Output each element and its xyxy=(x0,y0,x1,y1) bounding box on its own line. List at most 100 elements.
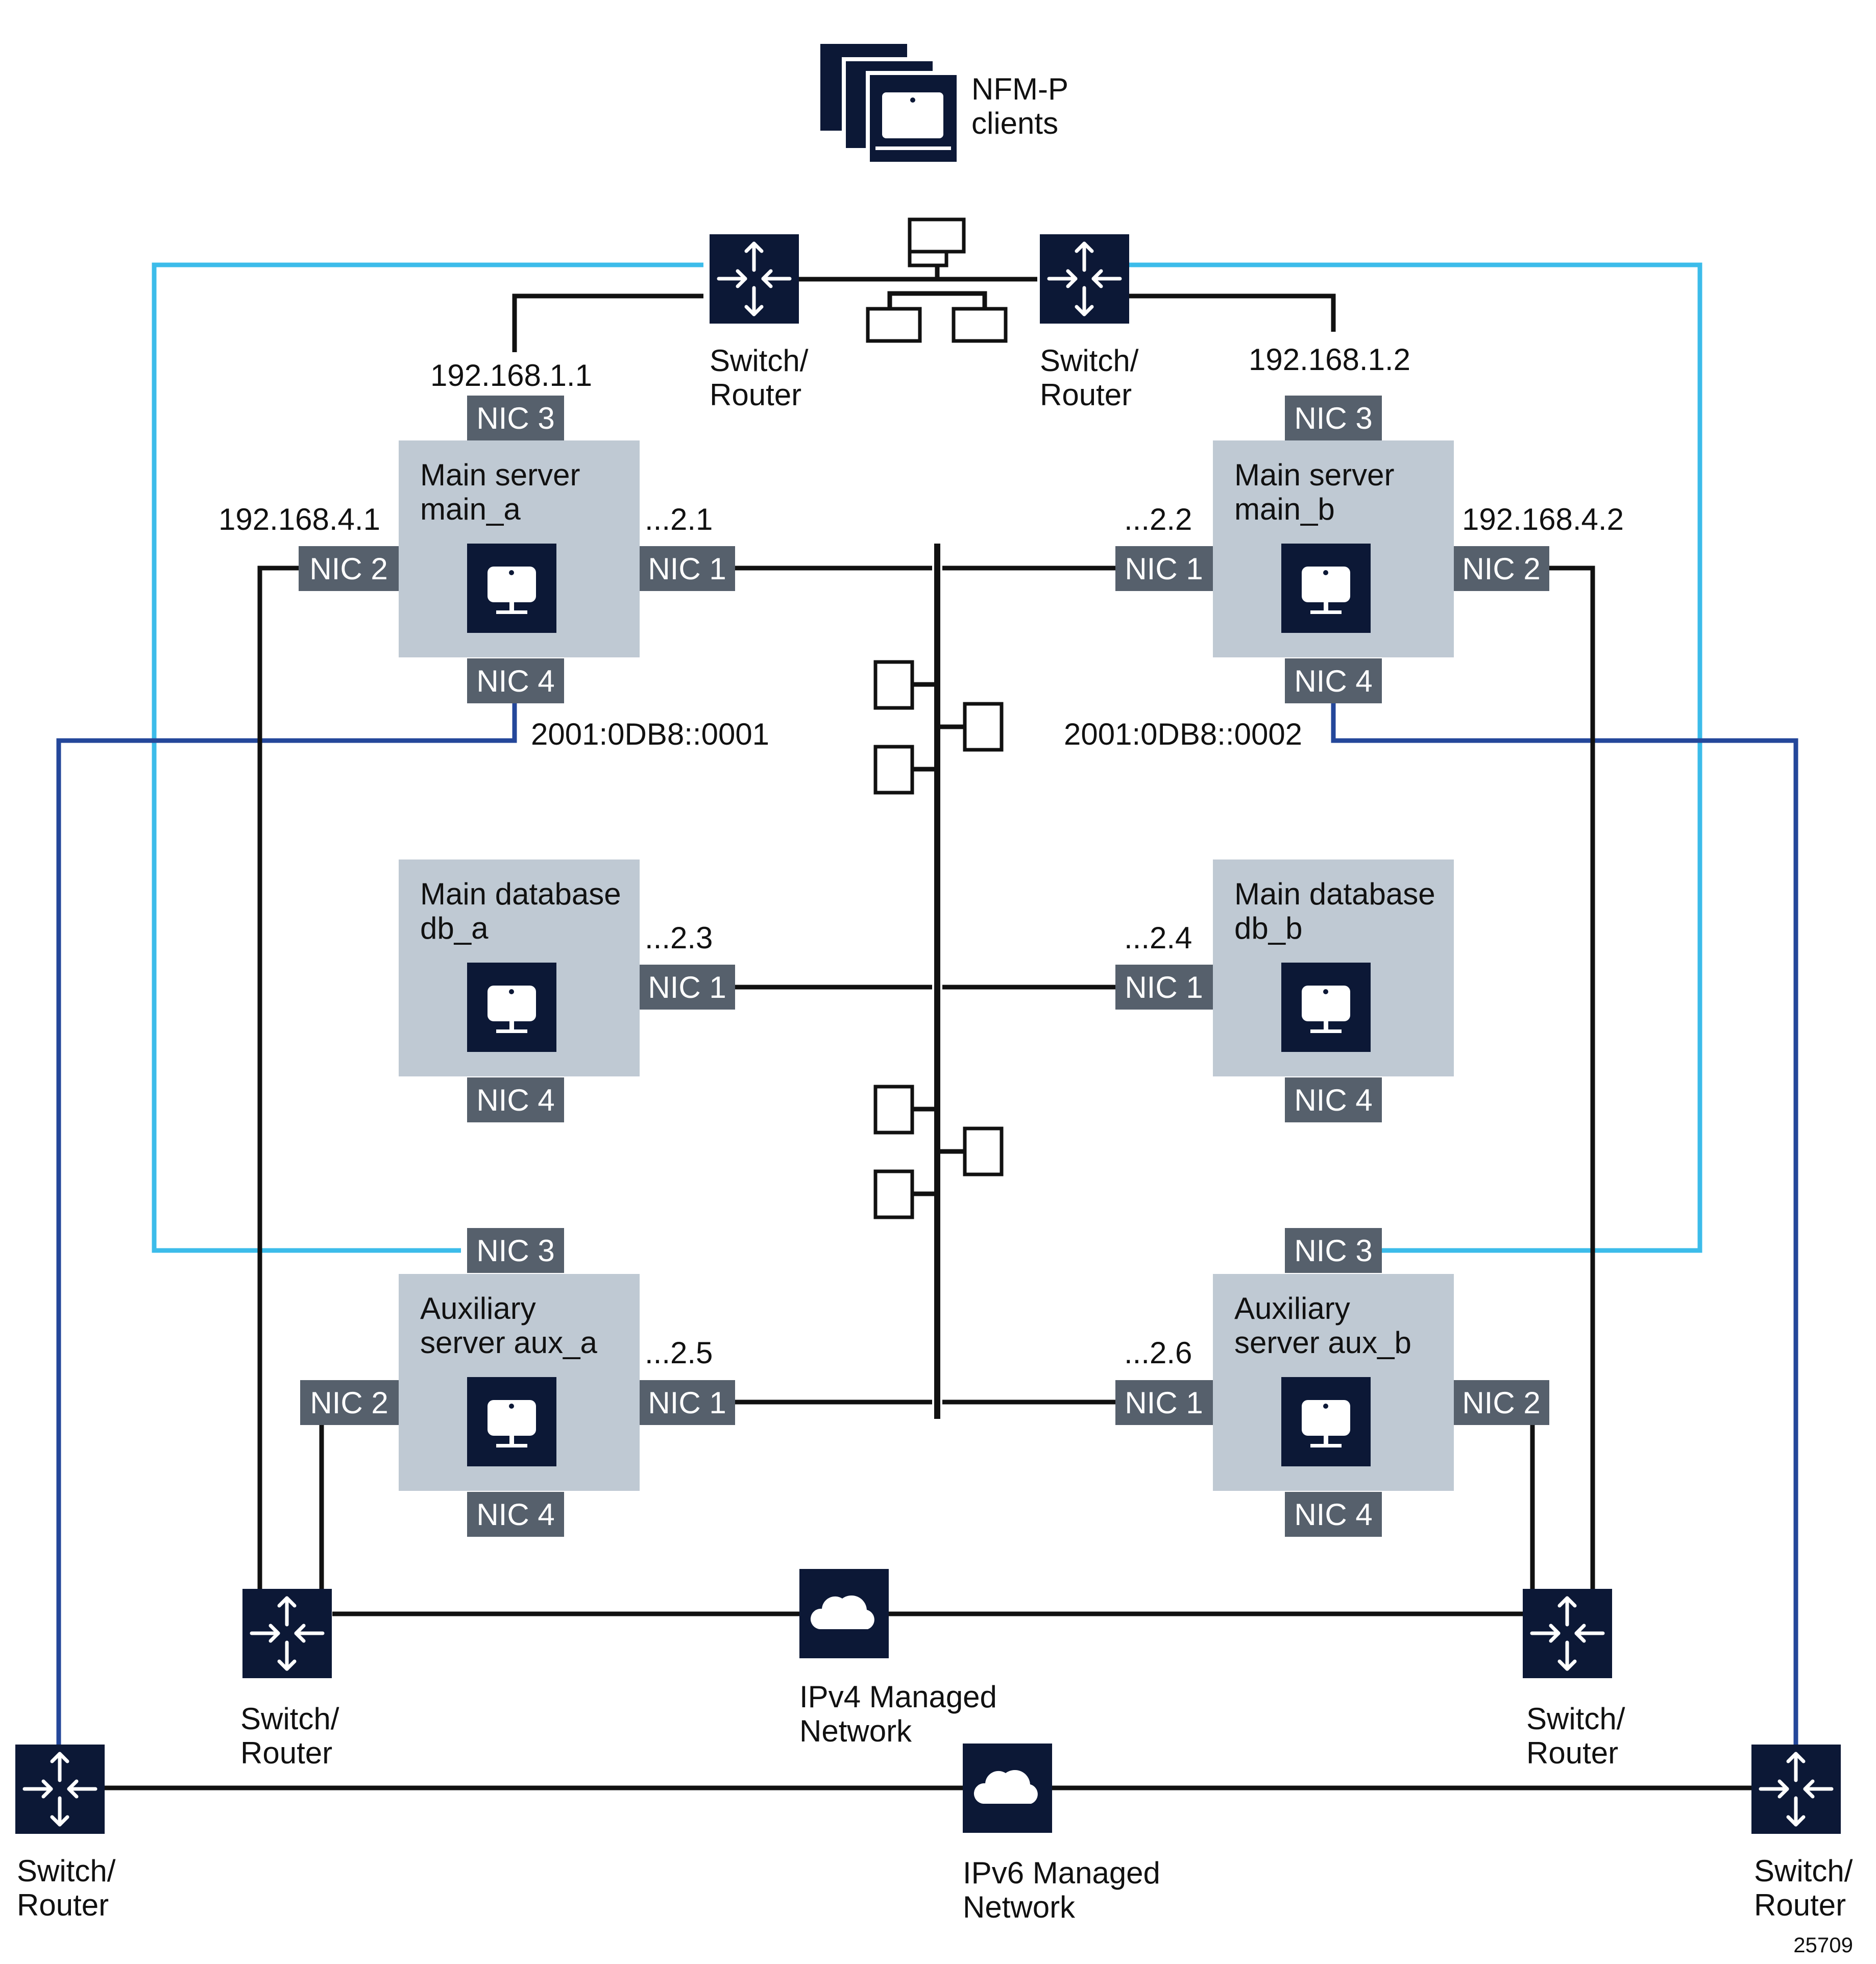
nic-4: NIC 4 xyxy=(1285,1077,1382,1122)
switch-label-line1: Switch/ xyxy=(1526,1702,1625,1736)
server-label-line1: Main server xyxy=(420,458,580,492)
monitor-icon xyxy=(467,544,556,633)
hub-box xyxy=(908,217,966,254)
nic-1: NIC 1 xyxy=(1115,546,1213,591)
ipv6-network-label-line1: IPv6 Managed xyxy=(963,1856,1160,1890)
server-label-line1: Main database xyxy=(420,877,621,911)
nfm-p-clients: NFM-P clients xyxy=(816,40,1068,166)
svg-text:NIC 4: NIC 4 xyxy=(476,1497,554,1532)
ipv4-managed-network[interactable]: IPv4 Managed Network xyxy=(799,1569,997,1748)
switch-router-ipv4-right[interactable]: Switch/ Router xyxy=(1523,1589,1625,1770)
main-server-main-a[interactable]: Main server main_a NIC 3 NIC 2 NIC 1 NIC… xyxy=(218,358,769,751)
nic-1: NIC 1 xyxy=(640,1380,735,1425)
hub-box xyxy=(866,307,922,343)
link-main-a-nic2 xyxy=(257,566,299,1589)
client-stack-icon xyxy=(816,40,961,166)
link-main-b-nic4-ipv6 xyxy=(1331,703,1798,1745)
ip-address-nic1: ...2.1 xyxy=(645,502,713,536)
nic-1: NIC 1 xyxy=(1115,965,1213,1010)
link-main-a-nic4-ipv6 xyxy=(56,703,517,1745)
cloud-icon xyxy=(963,1744,1052,1833)
nic-4: NIC 4 xyxy=(467,1077,564,1122)
svg-text:NIC 3: NIC 3 xyxy=(476,1234,554,1268)
svg-text:NIC 2: NIC 2 xyxy=(1462,1386,1540,1420)
svg-text:NIC 4: NIC 4 xyxy=(1294,1083,1372,1117)
nic-2: NIC 2 xyxy=(1454,1380,1549,1425)
ip-address-nic4: 2001:0DB8::0002 xyxy=(1064,717,1302,751)
nic-2: NIC 2 xyxy=(1454,546,1549,591)
switch-router-ipv6-right[interactable]: Switch/ Router xyxy=(1751,1745,1853,1922)
ip-address-nic2: 192.168.4.1 xyxy=(218,502,380,536)
clients-label-line2: clients xyxy=(971,106,1058,140)
server-label-line1: Auxiliary xyxy=(420,1291,536,1325)
nic-3: NIC 3 xyxy=(1285,396,1382,440)
monitor-icon xyxy=(1281,544,1371,633)
switch-router-top-right[interactable]: Switch/ Router xyxy=(1040,234,1139,412)
svg-text:NIC 3: NIC 3 xyxy=(1294,401,1372,435)
hub-box xyxy=(952,307,1008,343)
server-label-line2: db_b xyxy=(1234,911,1302,945)
ip-address-nic1: ...2.3 xyxy=(645,921,713,955)
switch-router-ipv6-left[interactable]: Switch/ Router xyxy=(15,1745,116,1922)
svg-text:NIC 1: NIC 1 xyxy=(648,970,726,1004)
nic-3: NIC 3 xyxy=(467,1228,564,1273)
switch-router-top-left[interactable]: Switch/ Router xyxy=(710,234,809,412)
switch-label-line1: Switch/ xyxy=(1040,343,1139,378)
link-main-a-nic3-light xyxy=(152,262,703,1253)
server-label-line1: Main server xyxy=(1234,458,1394,492)
ipv4-network-label-line2: Network xyxy=(799,1714,912,1748)
main-database-db-b[interactable]: Main database db_b NIC 1 NIC 4 ...2.4 xyxy=(1115,860,1454,1122)
switch-router-icon xyxy=(1523,1589,1612,1678)
link-main-a-nic3 xyxy=(512,293,703,352)
nic-2: NIC 2 xyxy=(299,546,399,591)
monitor-icon xyxy=(467,963,556,1052)
ip-address-nic1: ...2.6 xyxy=(1124,1336,1192,1370)
switch-label-line1: Switch/ xyxy=(710,343,809,378)
switch-router-icon xyxy=(1751,1745,1841,1834)
main-server-main-b[interactable]: Main server main_b NIC 3 NIC 1 NIC 2 NIC… xyxy=(1064,342,1624,751)
main-database-db-a[interactable]: Main database db_a NIC 1 NIC 4 ...2.3 xyxy=(399,860,735,1122)
switch-label-line1: Switch/ xyxy=(17,1854,116,1888)
server-label-line1: Main database xyxy=(1234,877,1435,911)
svg-text:NIC 4: NIC 4 xyxy=(476,1083,554,1117)
svg-text:NIC 4: NIC 4 xyxy=(1294,1497,1372,1532)
links xyxy=(56,252,1798,1790)
nic-1: NIC 1 xyxy=(640,546,735,591)
switch-label-line2: Router xyxy=(1040,378,1132,412)
switch-label-line2: Router xyxy=(240,1736,332,1770)
svg-text:NIC 1: NIC 1 xyxy=(648,552,726,586)
ip-address-nic3: 192.168.1.2 xyxy=(1249,342,1410,377)
nic-4: NIC 4 xyxy=(467,658,564,703)
auxiliary-server-aux-a[interactable]: Auxiliary server aux_a NIC 3 NIC 2 NIC 1… xyxy=(300,1228,735,1537)
nic-1: NIC 1 xyxy=(640,965,735,1010)
nic-3: NIC 3 xyxy=(1285,1228,1382,1273)
backbone-hub-lower xyxy=(873,1085,1004,1219)
nic-4: NIC 4 xyxy=(467,1492,564,1537)
svg-text:NIC 2: NIC 2 xyxy=(1462,552,1540,586)
backbone-hub-upper xyxy=(873,660,1004,795)
switch-label-line2: Router xyxy=(17,1888,109,1922)
server-label-line2: server aux_b xyxy=(1234,1325,1411,1360)
ip-address-nic1: ...2.5 xyxy=(645,1336,713,1370)
switch-router-icon xyxy=(1040,234,1129,324)
ipv4-network-label-line1: IPv4 Managed xyxy=(799,1680,997,1714)
switch-router-icon xyxy=(710,234,799,324)
nic-4: NIC 4 xyxy=(1285,1492,1382,1537)
svg-text:NIC 3: NIC 3 xyxy=(476,401,554,435)
svg-text:NIC 1: NIC 1 xyxy=(1125,1386,1203,1420)
link-main-b-nic3 xyxy=(1127,293,1336,332)
nic-2: NIC 2 xyxy=(300,1380,399,1425)
switch-label-line1: Switch/ xyxy=(1754,1854,1853,1888)
switch-label-line2: Router xyxy=(710,378,801,412)
switch-router-ipv4-left[interactable]: Switch/ Router xyxy=(240,1589,339,1770)
clients-label-line1: NFM-P xyxy=(971,72,1068,106)
monitor-icon xyxy=(1281,963,1371,1052)
ipv6-network-label-line2: Network xyxy=(963,1890,1076,1924)
ipv6-managed-network[interactable]: IPv6 Managed Network xyxy=(963,1744,1160,1924)
figure-number: 25709 xyxy=(1793,1933,1853,1957)
auxiliary-server-aux-b[interactable]: Auxiliary server aux_b NIC 3 NIC 1 NIC 2… xyxy=(1115,1228,1549,1537)
server-label-line2: db_a xyxy=(420,911,489,945)
server-label-line2: main_a xyxy=(420,492,521,526)
link-main-b-nic3-light xyxy=(1127,262,1702,1253)
link-main-b-nic2 xyxy=(1547,566,1595,1589)
